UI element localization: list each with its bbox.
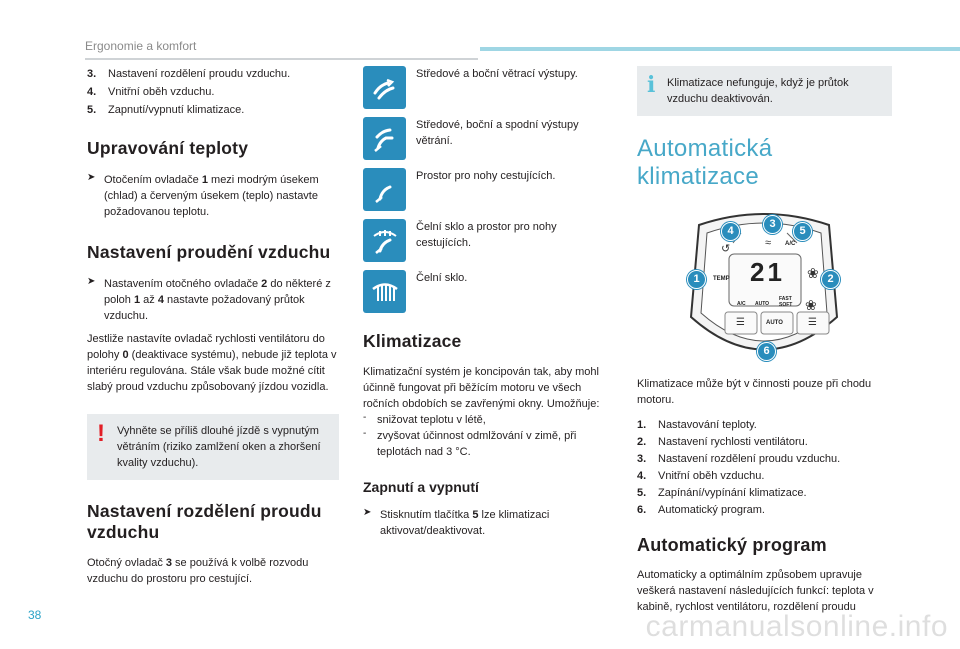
fan-icon: ❀ (805, 297, 817, 313)
list-item: 3.Nastavení rozdělení proudu vzduchu. (637, 453, 841, 465)
list-item: 5.Zapínání/vypínání klimatizace. (637, 487, 807, 499)
list-item: 4.Vnitřní oběh vzduchu. (637, 470, 765, 482)
vent-center-side-lower-icon (363, 117, 406, 160)
header-accent-bar (480, 47, 960, 51)
callout-2: 2 (821, 269, 840, 289)
heading-auto-program: Automatický program (637, 535, 827, 555)
warning-icon: ! (97, 420, 105, 447)
warning-box: ! Vyhněte se příliš dlouhé jízdě s vypnu… (87, 414, 339, 480)
page-number: 38 (28, 608, 42, 622)
heading-airflow: Nastavení proudění vzduchu (87, 242, 331, 262)
paragraph-ac: Klimatizační systém je koncipován tak, a… (363, 366, 600, 410)
mode-row: Čelní sklo a prostor pro nohy cestujícíc… (363, 219, 605, 262)
dash-item: -zvyšovat účinnost odmlžování v zimě, př… (363, 428, 577, 458)
column-middle: Středové a boční větrací výstupy. Středo… (363, 66, 605, 539)
heading-automatic-ac: Automatická klimatizace (637, 135, 773, 190)
paragraph-fan-off: Jestliže nastavíte ovladač rychlosti ven… (87, 333, 337, 393)
bullet-on-off: ➤ Stisknutím tlačítka 5 lze klimatizaci … (363, 507, 550, 537)
section-header: Ergonomie a komfort (85, 39, 197, 53)
dash-item: -snižovat teplotu v létě, (363, 412, 486, 426)
bullet-temperature: ➤ Otočením ovladače 1 mezi modrým úsekem… (87, 172, 319, 218)
watermark: carmanualsonline.info (645, 610, 948, 643)
recirculation-icon: ↺ (721, 243, 731, 255)
callout-5: 5 (793, 221, 812, 241)
mode-row: Prostor pro nohy cestujících. (363, 168, 605, 211)
paragraph-auto-program: Automaticky a optimálním způsobem upravu… (637, 569, 874, 613)
info-box: i Klimatizace nefunguje, když je průtok … (637, 66, 892, 116)
bullet-arrow-icon: ➤ (363, 507, 372, 518)
paragraph-motor: Klimatizace může být v činnosti pouze př… (637, 378, 872, 406)
bullet-arrow-icon: ➤ (87, 172, 96, 183)
numbered-list-top: 3.Nastavení rozdělení proudu vzduchu. 4.… (87, 66, 339, 118)
list-item: 5.Zapnutí/vypnutí klimatizace. (87, 104, 245, 116)
temperature-display: 21 (750, 257, 785, 287)
mode-row: Čelní sklo. (363, 270, 605, 313)
list-item: 1.Nastavování teploty. (637, 419, 757, 431)
heading-on-off: Zapnutí a vypnutí (363, 479, 479, 495)
list-item: 3.Nastavení rozdělení proudu vzduchu. (87, 68, 291, 80)
callout-6: 6 (757, 341, 776, 361)
windscreen-footwell-icon (363, 219, 406, 262)
list-item: 6.Automatický program. (637, 504, 765, 516)
bullet-arrow-icon: ➤ (87, 276, 96, 287)
defrost-rear-icon: ☰ (808, 317, 817, 328)
callout-4: 4 (721, 221, 740, 241)
info-icon: i (647, 72, 656, 98)
heading-temperature: Upravování teploty (87, 138, 249, 158)
list-item: 2.Nastavení rychlosti ventilátoru. (637, 436, 808, 448)
footwell-icon (363, 168, 406, 211)
column-right: i Klimatizace nefunguje, když je průtok … (637, 66, 892, 615)
heading-ac: Klimatizace (363, 331, 462, 351)
paragraph-distribution: Otočný ovladač 3 se používá k volbě rozv… (87, 557, 309, 585)
vent-center-side-icon (363, 66, 406, 109)
callout-3: 3 (763, 214, 782, 234)
airflow-distribution-icon: ≈ (765, 237, 772, 249)
bullet-airflow: ➤ Nastavením otočného ovladače 2 do někt… (87, 276, 331, 322)
list-item: 4.Vnitřní oběh vzduchu. (87, 86, 215, 98)
callout-1: 1 (687, 269, 706, 289)
numbered-list-panel: 1.Nastavování teploty. 2.Nastavení rychl… (637, 417, 892, 518)
column-left: 3.Nastavení rozdělení proudu vzduchu. 4.… (87, 66, 339, 587)
defrost-front-icon: ☰ (736, 317, 745, 328)
windscreen-icon (363, 270, 406, 313)
fan-icon: ❀ (807, 265, 819, 281)
header-rule (85, 58, 478, 60)
mode-row: Středové a boční větrací výstupy. (363, 66, 605, 109)
mode-row: Středové, boční a spodní výstupy větrání… (363, 117, 605, 160)
